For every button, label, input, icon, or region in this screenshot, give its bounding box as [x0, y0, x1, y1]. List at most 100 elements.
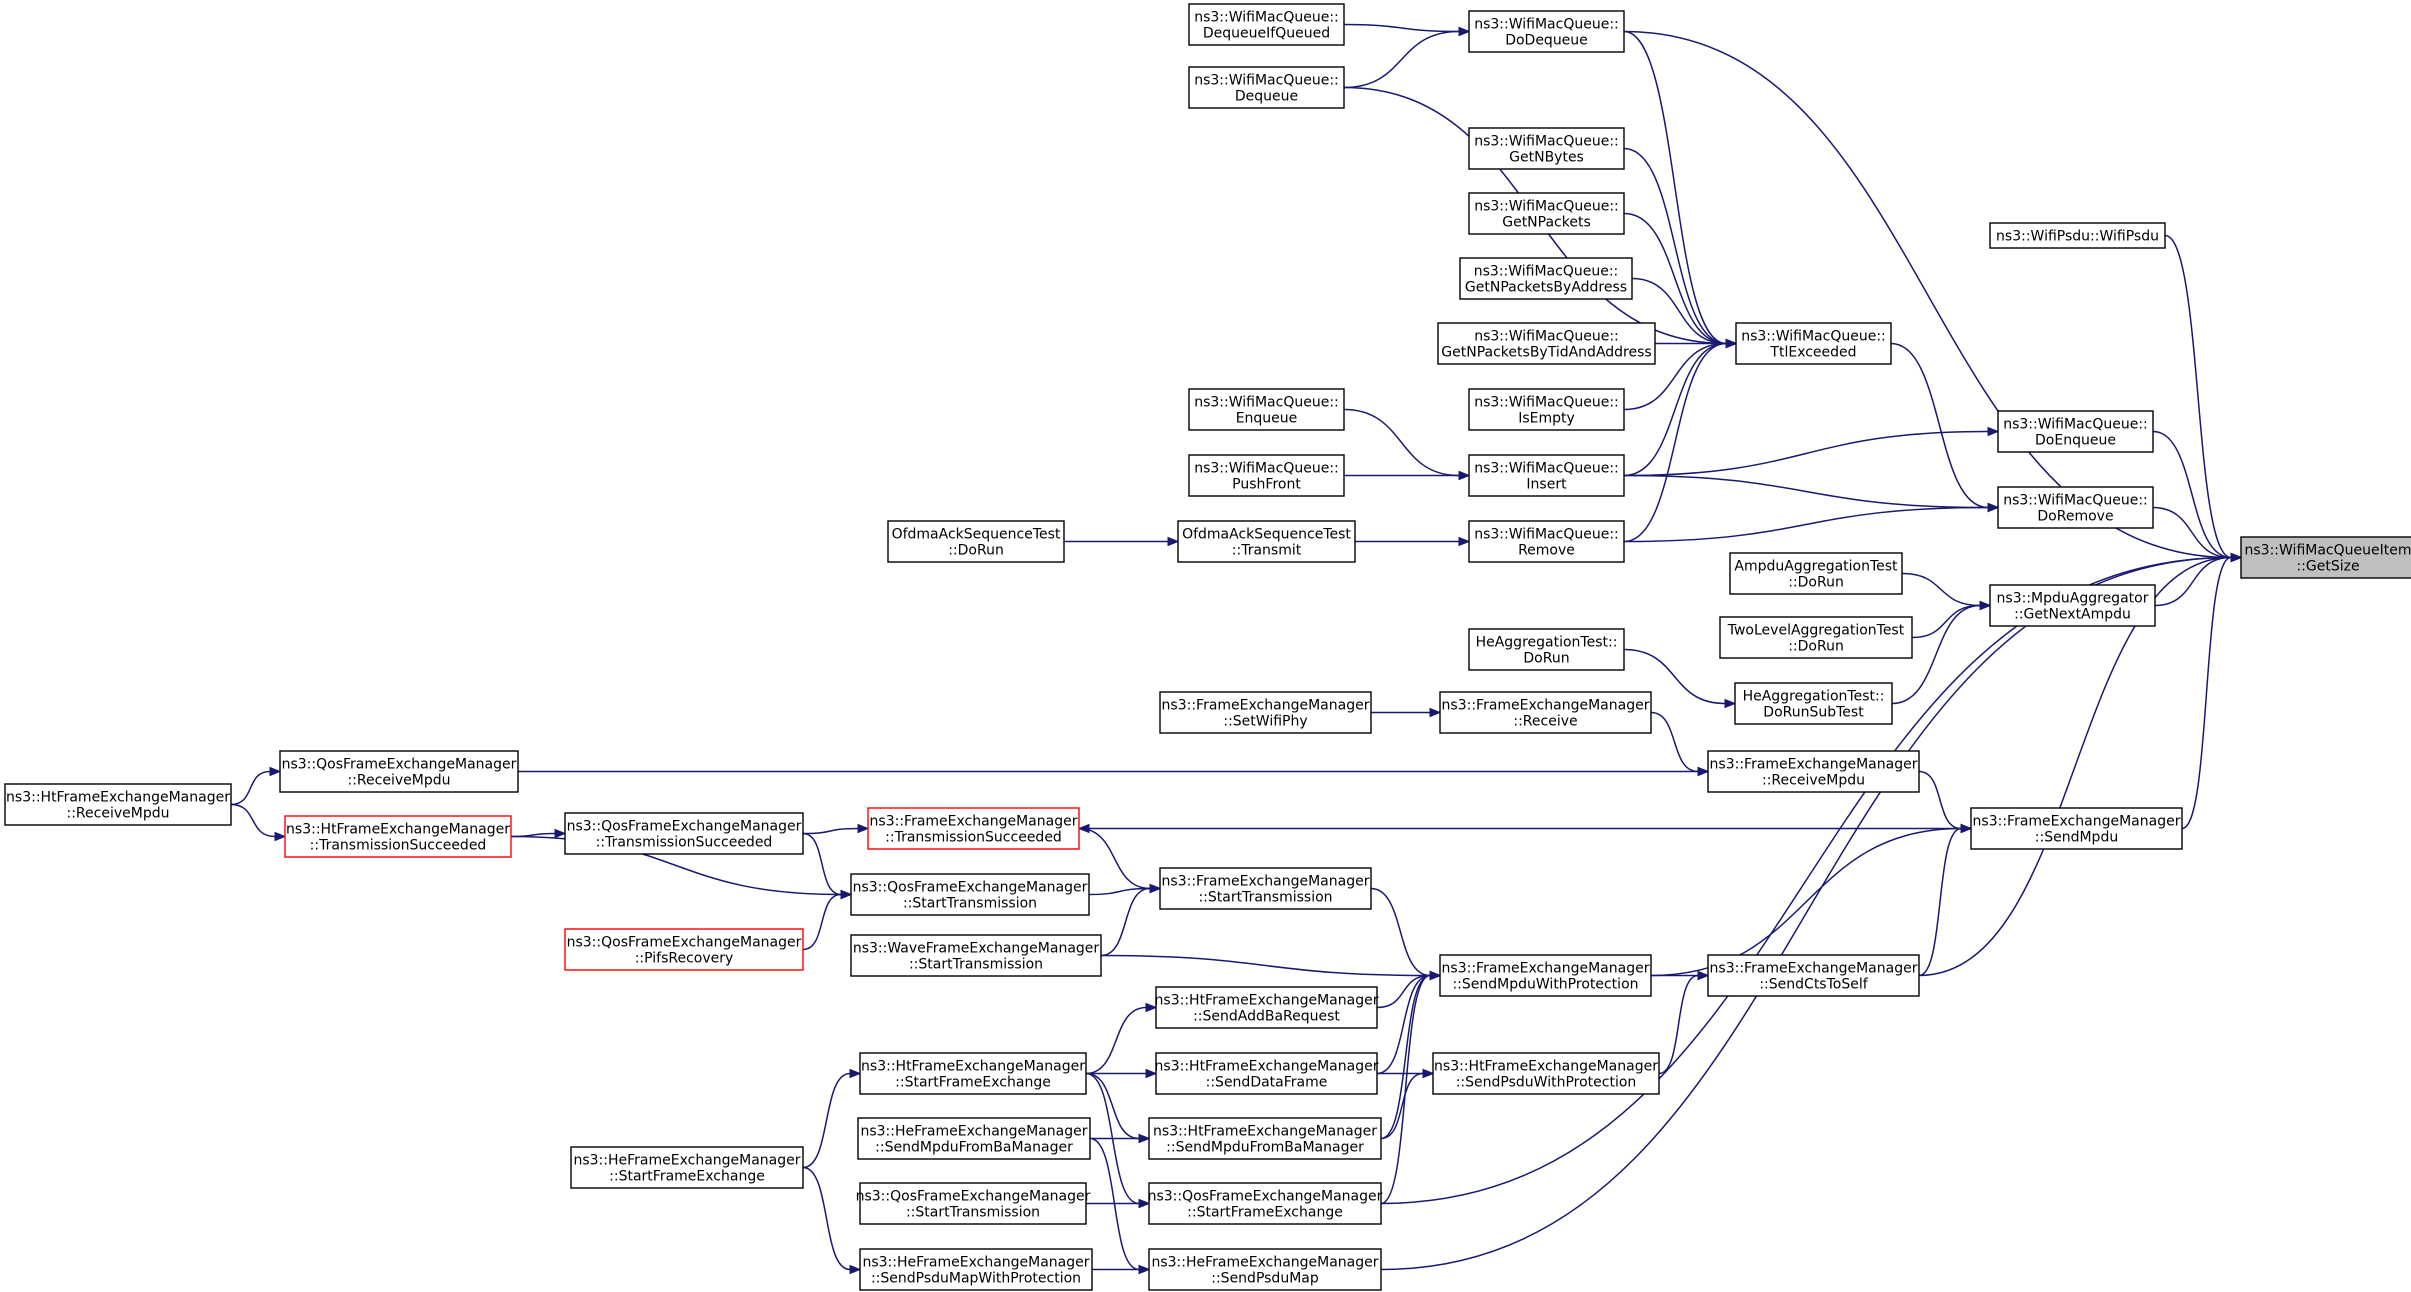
- node-setwifiphy[interactable]: ns3::FrameExchangeManager::SetWifiPhy: [1159, 691, 1372, 734]
- node-qosstarttx2[interactable]: ns3::QosFrameExchangeManager::StartTrans…: [856, 1182, 1091, 1225]
- node-box: [279, 750, 519, 793]
- node-getnextampdu[interactable]: ns3::MpduAggregator::GetNextAmpdu: [1989, 584, 2156, 627]
- node-box: [1989, 584, 2156, 627]
- node-sendmpduwithprot[interactable]: ns3::FrameExchangeManager::SendMpduWithP…: [1439, 954, 1652, 997]
- node-label-line: ::SendAddBaRequest: [1193, 1009, 1340, 1025]
- node-box: [859, 1248, 1093, 1291]
- edge-line: [2152, 430, 2232, 559]
- node-box: [1468, 628, 1625, 671]
- edge-line: [2181, 556, 2232, 830]
- node-hesendmpdufromba[interactable]: ns3::HeFrameExchangeManager::SendMpduFro…: [857, 1117, 1091, 1160]
- edge-sendmpdu-getsize: [2181, 552, 2243, 830]
- node-isempty[interactable]: ns3::WifiMacQueue::IsEmpty: [1468, 388, 1625, 431]
- node-qosreceivempdu[interactable]: ns3::QosFrameExchangeManager::ReceiveMpd…: [279, 750, 519, 793]
- node-htstartfe[interactable]: ns3::HtFrameExchangeManager::StartFrameE…: [859, 1052, 1087, 1095]
- node-qosstartfe[interactable]: ns3::QosFrameExchangeManager::StartFrame…: [1148, 1182, 1383, 1225]
- node-hestartfe[interactable]: ns3::HeFrameExchangeManager::StartFrameE…: [570, 1146, 804, 1189]
- node-ofdmatransmit[interactable]: OfdmaAckSequenceTest::Transmit: [1177, 520, 1356, 563]
- edge-line: [1376, 974, 1431, 1075]
- node-doenqueue[interactable]: ns3::WifiMacQueue::DoEnqueue: [1997, 410, 2154, 453]
- node-wavestarttx[interactable]: ns3::WaveFrameExchangeManager::StartTran…: [850, 934, 1102, 977]
- node-label-line: DoRemove: [2037, 509, 2113, 525]
- node-hesendpsdumap[interactable]: ns3::HeFrameExchangeManager::SendPsduMap: [1148, 1248, 1382, 1291]
- node-box: [1970, 807, 2183, 850]
- node-getnpacketsbyaddress[interactable]: ns3::WifiMacQueue::GetNPacketsByAddress: [1459, 257, 1633, 300]
- node-ofdmadorun[interactable]: OfdmaAckSequenceTest::DoRun: [887, 520, 1065, 563]
- node-receive[interactable]: ns3::FrameExchangeManager::Receive: [1439, 691, 1652, 734]
- edge-arrowhead: [269, 766, 282, 777]
- node-box: [564, 812, 804, 855]
- edge-line: [802, 893, 842, 951]
- node-box: [1188, 454, 1345, 497]
- edge-arrowhead: [857, 823, 870, 834]
- node-label-line: GetNPackets: [1502, 215, 1591, 231]
- node-box: [1439, 691, 1652, 734]
- node-qostxsucc[interactable]: ns3::QosFrameExchangeManager::Transmissi…: [564, 812, 804, 855]
- node-httxsucc[interactable]: ns3::HtFrameExchangeManager::Transmissio…: [284, 815, 512, 858]
- node-box: [1734, 682, 1893, 725]
- edge-hedorun-hedorunsubtest: [1623, 648, 1737, 709]
- node-ampdudorun[interactable]: AmpduAggregationTest::DoRun: [1729, 552, 1903, 595]
- node-femreceivempdu[interactable]: ns3::FrameExchangeManager::ReceiveMpdu: [1707, 750, 1920, 793]
- node-pushfront[interactable]: ns3::WifiMacQueue::PushFront: [1188, 454, 1345, 497]
- node-doremove[interactable]: ns3::WifiMacQueue::DoRemove: [1997, 486, 2154, 529]
- node-label-line: HeAggregationTest::: [1476, 635, 1618, 651]
- node-wifipsdu[interactable]: ns3::WifiPsdu::WifiPsdu: [1989, 222, 2166, 249]
- node-htsendmpdufromba[interactable]: ns3::HtFrameExchangeManager::SendMpduFro…: [1148, 1117, 1382, 1160]
- node-femstarttx[interactable]: ns3::FrameExchangeManager::StartTransmis…: [1159, 867, 1372, 910]
- edge-line: [1891, 604, 1981, 705]
- edge-line: [1380, 1072, 1424, 1140]
- edge-qosstartfe-sendmpduwithprot: [1380, 970, 1442, 1205]
- node-hedorunsubtest[interactable]: HeAggregationTest::DoRunSubTest: [1734, 682, 1893, 725]
- node-box: [887, 520, 1065, 563]
- edge-line: [802, 1166, 851, 1271]
- node-label-line: ::StartFrameExchange: [1187, 1205, 1343, 1221]
- node-qosstarttx[interactable]: ns3::QosFrameExchangeManager::StartTrans…: [850, 873, 1090, 916]
- node-ttlexceeded[interactable]: ns3::WifiMacQueue::TtlExceeded: [1735, 322, 1892, 365]
- node-sendctstoself[interactable]: ns3::FrameExchangeManager::SendCtsToSelf: [1707, 954, 1920, 997]
- node-getnpackets[interactable]: ns3::WifiMacQueue::GetNPackets: [1468, 192, 1625, 235]
- node-sendmpdu[interactable]: ns3::FrameExchangeManager::SendMpdu: [1970, 807, 2183, 850]
- node-getnbytes[interactable]: ns3::WifiMacQueue::GetNBytes: [1468, 127, 1625, 170]
- edge-arrowhead: [1697, 766, 1710, 777]
- edge-line: [1650, 827, 1962, 977]
- node-label-line: ns3::FrameExchangeManager: [870, 814, 1078, 830]
- edge-line: [2164, 234, 2232, 559]
- node-box: [1468, 454, 1625, 497]
- edge-arrowhead: [1697, 970, 1710, 981]
- edge-femreceivempdu-sendmpdu: [1918, 770, 1973, 834]
- edge-line: [1623, 147, 1727, 345]
- node-hedorun[interactable]: HeAggregationTest::DoRun: [1468, 628, 1625, 671]
- node-dodequeue[interactable]: ns3::WifiMacQueue::DoDequeue: [1468, 10, 1625, 53]
- node-label-line: ns3::WifiMacQueue::: [1474, 527, 1619, 543]
- node-senddataframe[interactable]: ns3::HtFrameExchangeManager::SendDataFra…: [1155, 1052, 1379, 1095]
- node-femtxsucc[interactable]: ns3::FrameExchangeManager::TransmissionS…: [867, 807, 1080, 850]
- node-sendaddbarequest[interactable]: ns3::HtFrameExchangeManager::SendAddBaRe…: [1155, 986, 1379, 1029]
- node-getsize[interactable]: ns3::WifiMacQueueItem::GetSize: [2240, 536, 2411, 579]
- node-label-line: ns3::QosFrameExchangeManager: [1148, 1189, 1383, 1205]
- node-htreceivempdu[interactable]: ns3::HtFrameExchangeManager::ReceiveMpdu: [4, 783, 232, 826]
- node-label-line: TwoLevelAggregationTest: [1727, 623, 1905, 639]
- node-enqueue[interactable]: ns3::WifiMacQueue::Enqueue: [1188, 388, 1345, 431]
- node-dequeueifqueued[interactable]: ns3::WifiMacQueue::DequeueIfQueued: [1188, 3, 1345, 46]
- node-label-line: OfdmaAckSequenceTest: [892, 527, 1061, 543]
- node-sendpsduwithprot[interactable]: ns3::HtFrameExchangeManager::SendPsduWit…: [1432, 1052, 1660, 1095]
- node-remove[interactable]: ns3::WifiMacQueue::Remove: [1468, 520, 1625, 563]
- node-label-line: ::Transmit: [1232, 543, 1302, 559]
- edge-line: [1918, 556, 2232, 977]
- edge-line: [1343, 30, 1460, 89]
- node-getnpacketsbytid[interactable]: ns3::WifiMacQueue::GetNPacketsByTidAndAd…: [1437, 322, 1656, 365]
- node-label-line: ::SendPsduMap: [1211, 1271, 1319, 1287]
- node-twoleveldorun[interactable]: TwoLevelAggregationTest::DoRun: [1719, 616, 1913, 659]
- node-label-line: ns3::WifiMacQueue::: [1741, 329, 1886, 345]
- node-dequeue[interactable]: ns3::WifiMacQueue::Dequeue: [1188, 66, 1345, 109]
- node-hesendpsdumapwithprot[interactable]: ns3::HeFrameExchangeManager::SendPsduMap…: [859, 1248, 1093, 1291]
- edge-dodequeue-ttlexceeded: [1623, 30, 1738, 349]
- node-label-line: ns3::WifiMacQueue::: [1194, 10, 1339, 26]
- edge-arrowhead: [1960, 823, 1973, 834]
- edge-line: [2152, 506, 2232, 559]
- node-pifsrecovery[interactable]: ns3::QosFrameExchangeManager::PifsRecove…: [564, 928, 804, 971]
- node-insert[interactable]: ns3::WifiMacQueue::Insert: [1468, 454, 1625, 497]
- node-label-line: OfdmaAckSequenceTest: [1182, 527, 1351, 543]
